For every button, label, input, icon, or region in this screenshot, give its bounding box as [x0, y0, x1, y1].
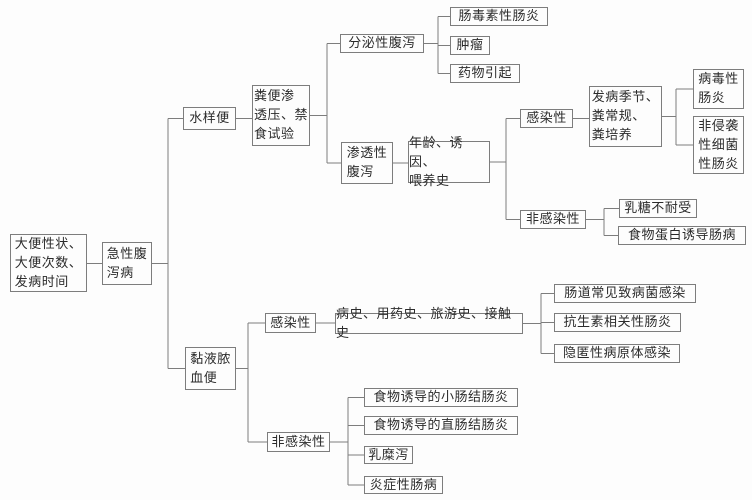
node-lactose-intolerance: 乳糖不耐受 — [619, 199, 697, 218]
node-noninvasive-bacterial-enteritis: 非侵袭 性细菌 性肠炎 — [693, 116, 744, 174]
node-acute-diarrhea: 急性腹 泻病 — [102, 242, 152, 285]
node-stool-characteristics: 大便性状、 大便次数、 发病时间 — [10, 234, 87, 292]
node-drug-induced: 药物引起 — [450, 64, 520, 83]
node-age-cause-feeding-history: 年龄、诱因、 喂养史 — [408, 136, 490, 189]
node-mucopurulent-bloody-stool: 黏液脓 血便 — [185, 347, 236, 390]
node-onset-season-stool-tests: 发病季节、 粪常规、 粪培养 — [589, 86, 662, 147]
node-watery-noninfectious: 非感染性 — [520, 210, 586, 229]
node-mucus-infectious: 感染性 — [265, 313, 316, 333]
node-food-induced-proctocolitis: 食物诱导的直肠结肠炎 — [364, 416, 518, 435]
node-medical-history: 病史、用药史、旅游史、接触史 — [335, 307, 523, 341]
node-watery-stool: 水样便 — [183, 107, 236, 130]
node-tumor: 肿瘤 — [450, 36, 490, 55]
node-viral-enteritis: 病毒性 肠炎 — [693, 69, 744, 109]
node-stool-osmolality-fasting-test: 粪便渗 透压、禁 食试验 — [252, 85, 310, 146]
node-osmotic-diarrhea: 渗透性 腹泻 — [341, 142, 393, 184]
node-watery-infectious: 感染性 — [520, 109, 573, 128]
node-common-enteric-pathogen-infection: 肠道常见致病菌感染 — [554, 284, 696, 303]
node-food-protein-induced-enteropathy: 食物蛋白诱导肠病 — [618, 226, 746, 245]
node-enterotoxigenic-enteritis: 肠毒素性肠炎 — [450, 7, 548, 26]
node-occult-pathogen-infection: 隐匿性病原体感染 — [554, 344, 680, 363]
node-food-induced-enterocolitis: 食物诱导的小肠结肠炎 — [364, 388, 518, 407]
node-antibiotic-associated-enteritis: 抗生素相关性肠炎 — [554, 313, 681, 332]
node-celiac-disease: 乳糜泻 — [364, 446, 413, 464]
node-secretory-diarrhea: 分泌性腹泻 — [340, 34, 424, 53]
node-mucus-noninfectious: 非感染性 — [267, 432, 330, 452]
node-inflammatory-bowel-disease: 炎症性肠病 — [364, 476, 443, 494]
